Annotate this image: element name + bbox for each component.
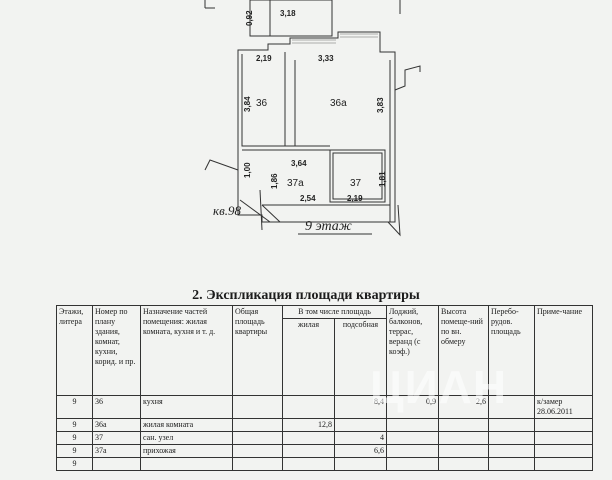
cell-number: 36а [92,418,141,432]
cell-redev [488,431,535,445]
room-label-37a: 37а [287,178,304,189]
cell-floor: 9 [56,444,93,458]
cell-note [534,444,593,458]
cell-total [232,418,283,432]
dim-mid-wall: 3,64 [291,159,307,168]
cell-height [438,431,489,445]
table-row: 9 [56,457,593,471]
cell-redev [488,457,535,471]
dim-left-lower: 1,00 [243,162,252,178]
table-row: 9 37 сан. узел 4 [56,431,593,445]
cell-aux: 6,6 [334,444,387,458]
cell-floor: 9 [56,418,93,432]
cell-living [282,457,335,471]
header-aux: подсобная [334,318,387,396]
explication-table: Этажи, литера Номер по плану здания, ком… [56,305,593,471]
cell-total [232,444,283,458]
room-label-36: 36 [256,98,268,109]
cell-loggia: 0,9 [386,395,439,419]
cell-loggia [386,444,439,458]
room-label-36a: 36а [330,98,347,109]
header-redev: Перебо-рудов. площадь [488,305,535,396]
cell-floor: 9 [56,395,93,419]
cell-loggia [386,418,439,432]
dim-left-side: 3,84 [243,96,252,112]
cell-total [232,431,283,445]
cell-aux: 4 [334,431,387,445]
cell-number [92,457,141,471]
cell-purpose: прихожая [140,444,233,458]
dim-top-wide: 3,18 [280,9,296,18]
cell-floor: 9 [56,457,93,471]
dim-right-side: 3,83 [376,97,385,113]
cell-total [232,457,283,471]
dim-top-small: 0,92 [245,10,254,26]
dim-bottom-right: 2,19 [347,194,363,203]
header-number: Номер по плану здания, комнат, кухни, ко… [92,305,141,396]
cell-height [438,457,489,471]
dim-hall-side: 1,86 [270,173,279,189]
cell-living [282,395,335,419]
cell-aux [334,418,387,432]
header-total: Общая площадь квартиры [232,305,283,396]
cell-purpose: кухня [140,395,233,419]
header-incl: В том числе площадь [282,305,387,319]
cell-note: к/замер 28.06.2011 [534,395,593,419]
table-row: 9 36 кухня 8,4 0,9 2,6 к/замер 28.06.201… [56,395,593,419]
cell-floor: 9 [56,431,93,445]
cell-purpose: жилая комната [140,418,233,432]
cell-purpose [140,457,233,471]
floor-plan: 0,92 3,18 2,19 3,33 3,84 3,83 3,64 1,00 … [204,0,421,237]
cell-number: 37 [92,431,141,445]
apartment-label: кв.98 [213,203,241,218]
cell-loggia [386,431,439,445]
room-label-37: 37 [350,178,362,189]
header-purpose: Назначение частей помещения: жилая комна… [140,305,233,396]
cell-aux [334,457,387,471]
cell-living: 12,8 [282,418,335,432]
cell-note [534,418,593,432]
cell-number: 36 [92,395,141,419]
cell-redev [488,444,535,458]
dim-mid-top: 3,33 [318,54,334,63]
cell-note [534,457,593,471]
cell-loggia [386,457,439,471]
cell-number: 37а [92,444,141,458]
header-floor: Этажи, литера [56,305,93,396]
cell-living [282,444,335,458]
dim-bottom-left: 2,54 [300,194,316,203]
cell-note [534,431,593,445]
header-living: жилая [282,318,335,396]
cell-living [282,431,335,445]
explication-title: 2. Экспликация площади квартиры [192,288,420,303]
cell-redev [488,418,535,432]
floor-label: 9 этаж [305,219,352,234]
header-note: Приме-чание [534,305,593,396]
cell-height [438,444,489,458]
watermark-logo: ЦИАН [370,361,508,413]
header-loggia: Лоджий, балконов, террас, веранд (с коэф… [386,305,439,396]
dim-wc-side: 1,81 [378,171,387,187]
table-row: 9 36а жилая комната 12,8 [56,418,593,432]
dim-left-top: 2,19 [256,54,272,63]
cell-height [438,418,489,432]
table-row: 9 37а прихожая 6,6 [56,444,593,458]
cell-total [232,395,283,419]
cell-purpose: сан. узел [140,431,233,445]
